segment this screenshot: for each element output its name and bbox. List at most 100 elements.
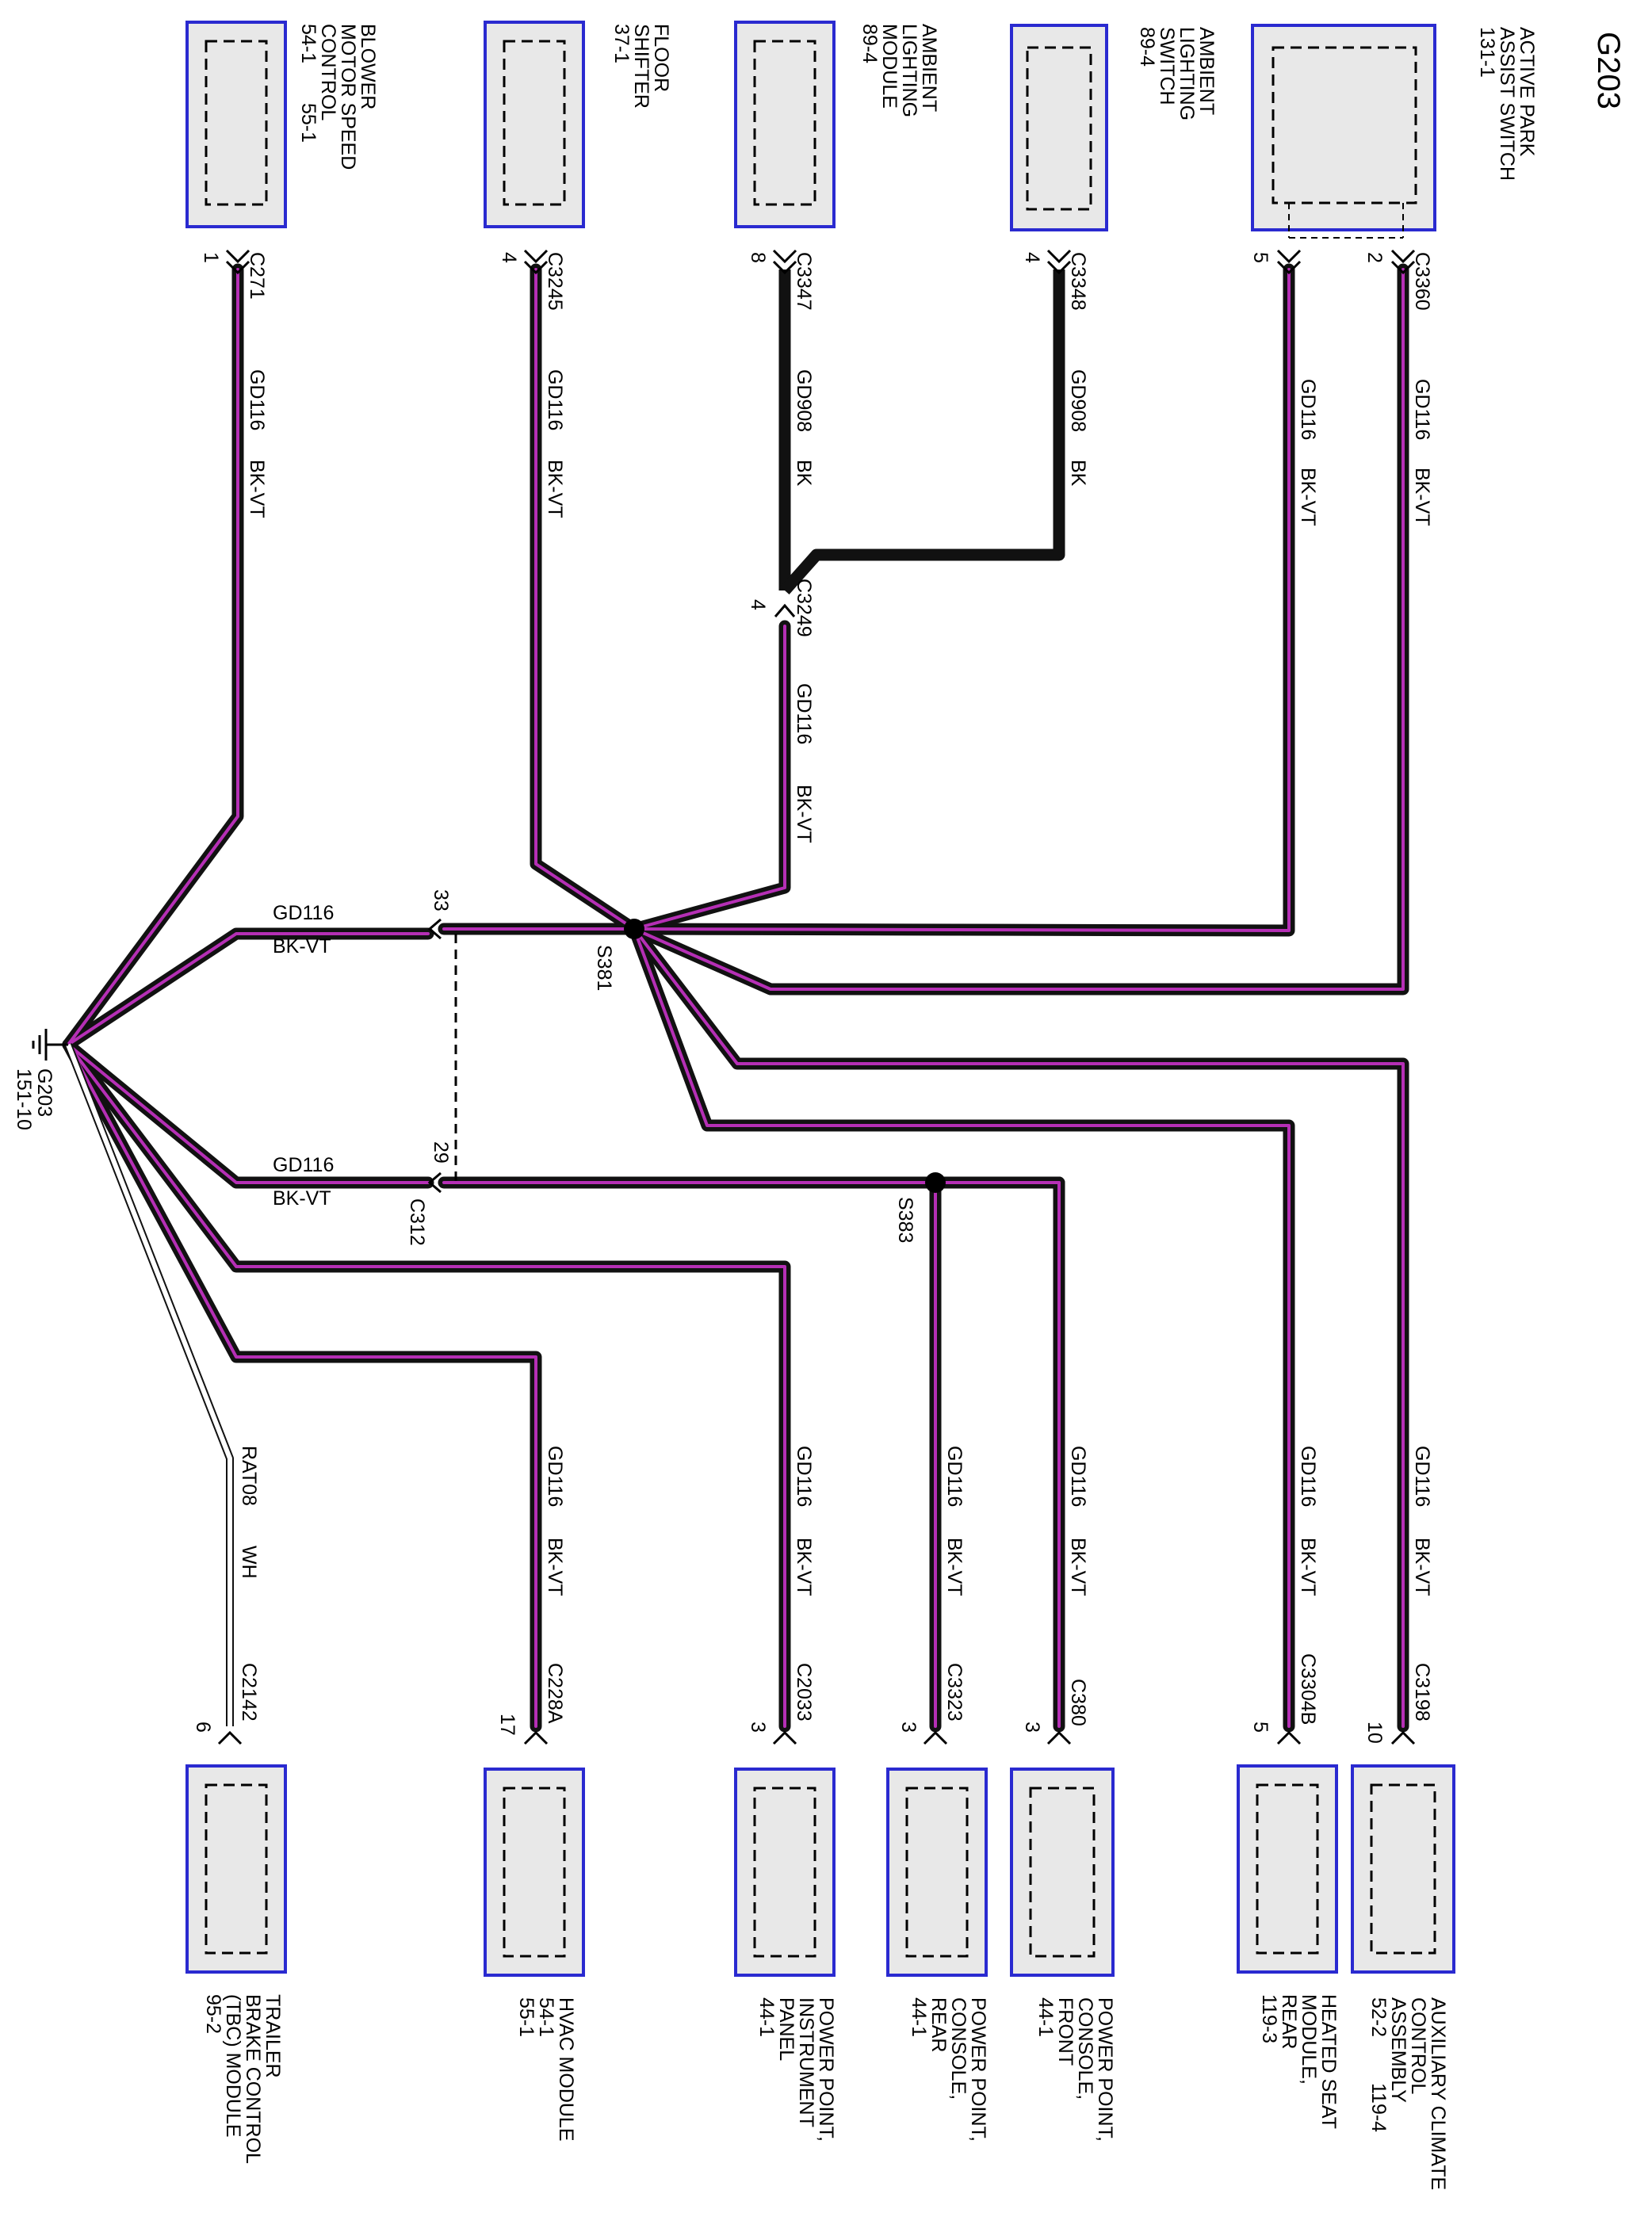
components-pp-front-name-1-label: CONSOLE, xyxy=(1074,1997,1096,2100)
wire-stripe xyxy=(67,1043,786,1728)
components-ambient-module-name-0-label: AMBIENT xyxy=(918,24,940,112)
component-outline xyxy=(1010,1768,1115,1977)
components-heated-seat-name-2-label: REAR xyxy=(1278,1994,1300,2049)
components-blower-name-0-label: BLOWER xyxy=(357,24,379,109)
wires-rat08-label: RAT08 xyxy=(238,1446,260,1506)
components-aux-climate-name-0-label: AUXILIARY CLIMATE xyxy=(1427,1997,1449,2190)
components-active-park-ref-label: 131-1 xyxy=(1476,27,1498,78)
component-inner-outline xyxy=(205,40,268,206)
pin-c3249 xyxy=(774,603,796,617)
component-outline xyxy=(484,1768,585,1977)
components-pp-ip-ref-label: 44-1 xyxy=(755,1997,778,2037)
wires xyxy=(62,263,1409,1733)
wire-wh-group xyxy=(64,1043,234,1726)
pin-c228a-num: 17 xyxy=(496,1714,518,1736)
components-aux-climate-name-2-label: ASSEMBLY xyxy=(1387,1997,1409,2103)
wire-pp-ip xyxy=(62,1038,791,1733)
wire-stripe xyxy=(534,268,636,931)
wires-bkvt-label: BK-VT xyxy=(1297,1538,1319,1596)
component-inner-outline xyxy=(1026,46,1092,211)
components-hvac-name-0-label: HVAC MODULE xyxy=(555,1997,577,2142)
connector-c3348: C3348 xyxy=(1067,252,1089,311)
wires-gd116-label: GD116 xyxy=(1411,1446,1433,1507)
page-title: G203 xyxy=(1591,32,1626,109)
component-inner-outline xyxy=(1029,1787,1096,1958)
pin-c228a xyxy=(523,1730,549,1745)
wires-wh-label: WH xyxy=(238,1546,260,1579)
label-hvac: HVAC MODULE 54-1 55-1 xyxy=(515,1997,577,2142)
pin-c380-num: 3 xyxy=(1021,1722,1043,1733)
component-outline xyxy=(734,1768,836,1977)
component-power-point-console-rear[interactable] xyxy=(886,1768,988,1977)
pin-c271 xyxy=(225,249,250,275)
pin-c3347 xyxy=(772,249,797,275)
component-inner-outline xyxy=(1256,1783,1319,1955)
pin-c3348-num: 4 xyxy=(1021,252,1043,263)
wires-gd116-label: GD116 xyxy=(273,1154,334,1176)
connector-c271: C271 xyxy=(246,252,268,300)
components-pp-rear-name-0-label: POWER POINT, xyxy=(967,1997,989,2142)
pin-c3245-num: 4 xyxy=(498,252,520,263)
component-outline xyxy=(1010,24,1108,231)
label-ambient-module: AMBIENT LIGHTING MODULE 89-4 xyxy=(859,24,940,117)
label-floor-shifter: FLOOR SHIFTER 37-1 xyxy=(610,24,672,109)
component-blower-motor-speed-control[interactable] xyxy=(185,21,287,228)
pin-c3347-num: 8 xyxy=(747,252,769,263)
wire-stripe xyxy=(66,1043,232,1726)
pin-c3348 xyxy=(1046,249,1072,275)
component-power-point-instrument-panel[interactable] xyxy=(734,1768,836,1977)
label-ambient-switch: AMBIENT LIGHTING SWITCH 89-4 xyxy=(1136,27,1218,120)
wires-gd116-label: GD116 xyxy=(1411,379,1433,440)
component-inner-outline xyxy=(905,1787,969,1958)
component-outline xyxy=(185,21,287,228)
connector-c3245: C3245 xyxy=(544,252,566,311)
wire-stripe xyxy=(633,927,1405,1728)
connector-c3360: C3360 xyxy=(1411,252,1433,311)
components-tbc-name-2-label: (TBC) MODULE xyxy=(222,1994,244,2138)
components-floor-shifter-ref-label: 37-1 xyxy=(610,24,633,63)
wires-gd116-label: GD116 xyxy=(1297,1446,1319,1507)
components-ambient-switch-ref-label: 89-4 xyxy=(1136,27,1158,67)
pin-c3304b-num: 5 xyxy=(1249,1722,1272,1733)
component-power-point-console-front[interactable] xyxy=(1010,1768,1115,1977)
components-ambient-switch-name-0-label: AMBIENT xyxy=(1195,27,1218,115)
label-heated-seat: HEATED SEAT MODULE, REAR 119-3 xyxy=(1258,1994,1340,2129)
component-ambient-lighting-switch[interactable] xyxy=(1010,24,1108,231)
component-active-park-assist-switch[interactable] xyxy=(1251,24,1436,239)
component-outline xyxy=(734,21,836,228)
wires-bkvt-label: BK-VT xyxy=(544,460,566,518)
wires-gd116-label: GD116 xyxy=(943,1446,966,1507)
components-ambient-module-ref-label: 89-4 xyxy=(859,24,881,63)
component-heated-seat-module-rear[interactable] xyxy=(1237,1764,1338,1974)
components-pp-ip-name-2-label: PANEL xyxy=(775,1997,797,2061)
wires-gd116-label: GD116 xyxy=(273,902,334,924)
components-tbc-name-0-label: TRAILER xyxy=(262,1994,284,2078)
label-blower: BLOWER MOTOR SPEED CONTROL 54-1 55-1 xyxy=(297,24,379,170)
component-hvac-module[interactable] xyxy=(484,1768,585,1977)
component-auxiliary-climate-control[interactable] xyxy=(1351,1764,1455,1974)
wires-bkvt-label: BK-VT xyxy=(1297,468,1319,526)
wire-stripe xyxy=(633,625,786,931)
connector-c2142: C2142 xyxy=(238,1663,260,1722)
wires-bkvt-label: BK-VT xyxy=(793,1538,815,1596)
connector-c3347: C3347 xyxy=(793,252,815,311)
connector-c2033: C2033 xyxy=(793,1663,815,1722)
component-ambient-lighting-module[interactable] xyxy=(734,21,836,228)
component-trailer-brake-control-module[interactable] xyxy=(185,1764,287,1974)
wire-gd908-switch xyxy=(780,269,1065,594)
ground-g203-symbol xyxy=(32,1029,68,1061)
components-blower-name-1-label: MOTOR SPEED xyxy=(337,24,359,170)
component-floor-shifter[interactable] xyxy=(484,21,585,228)
wires-bkvt-label: BK-VT xyxy=(273,1187,331,1210)
wires-bkvt-label: BK-VT xyxy=(246,460,268,518)
connector-c312: C312 xyxy=(406,1198,428,1246)
wires-bk-label: BK xyxy=(1067,460,1089,487)
components-aux-climate-name-1-label: CONTROL xyxy=(1407,1997,1429,2094)
components-active-park-name-1-label: ASSIST SWITCH xyxy=(1496,27,1518,181)
component-inner-outline xyxy=(1272,46,1417,204)
wires-gd116-label: GD116 xyxy=(246,369,268,430)
component-inner-outline xyxy=(503,1787,566,1958)
component-inner-outline xyxy=(503,40,566,206)
